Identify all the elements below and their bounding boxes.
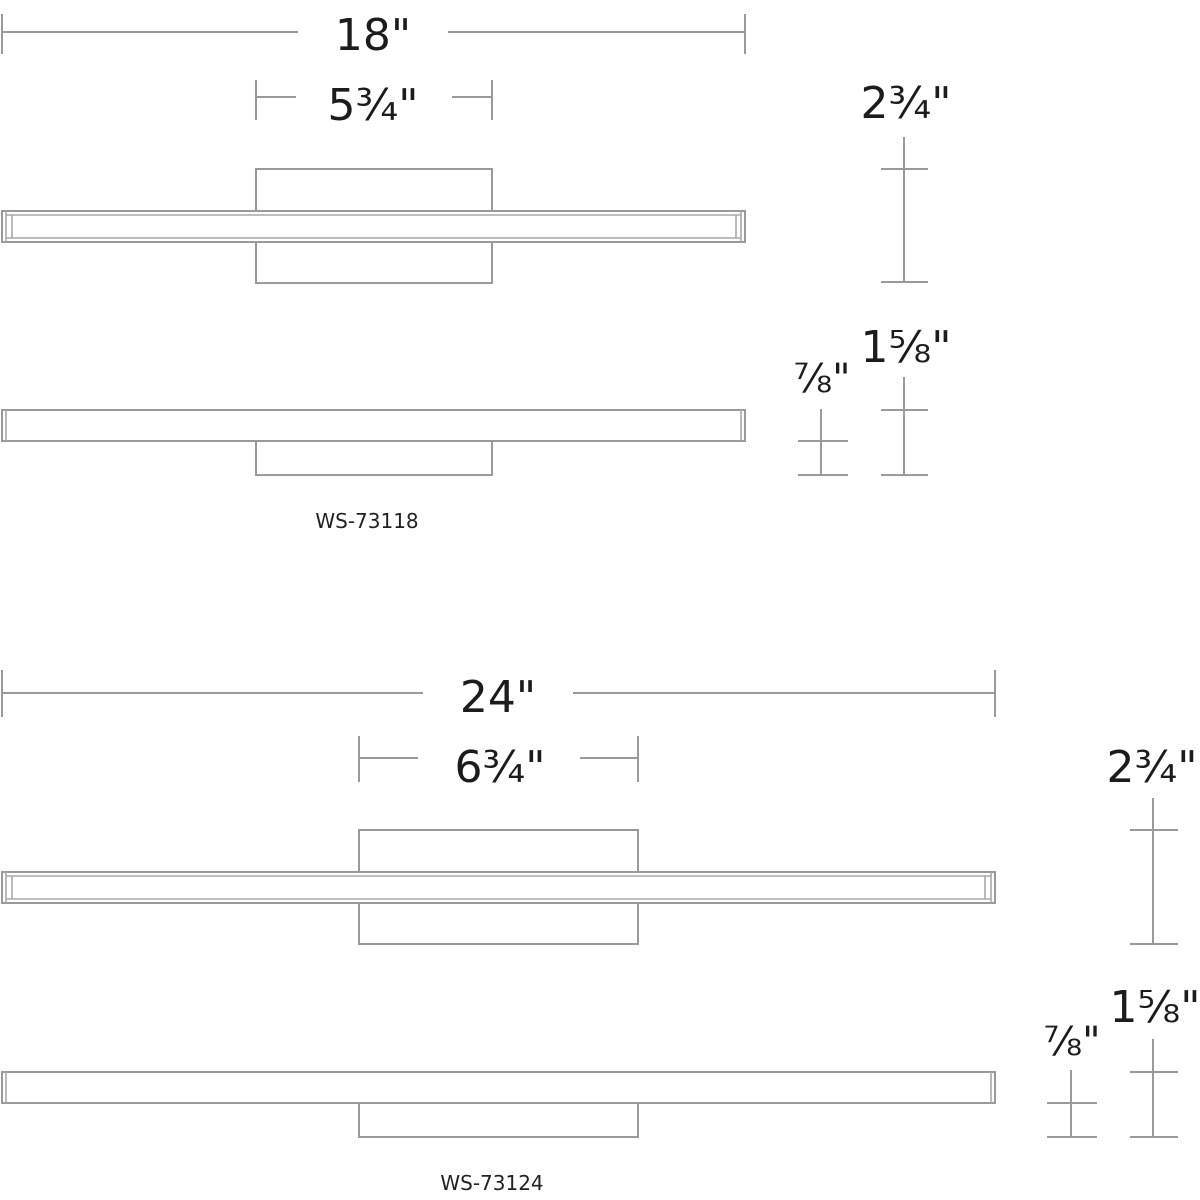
front-height-dimension: 2¾" — [861, 78, 952, 283]
side-bar-depth-label: ⅞" — [793, 356, 850, 402]
overall-width-label: 24" — [460, 672, 536, 723]
front-height-label: 2¾" — [861, 78, 952, 129]
model-number-label: WS-73124 — [440, 1171, 543, 1195]
side-bar-depth-dimension: ⅞" — [793, 356, 851, 476]
side-overall-depth-dimension: 1⅝" — [1110, 982, 1200, 1138]
model-number-label: WS-73118 — [315, 509, 418, 533]
side-view — [1, 1071, 996, 1138]
side-overall-depth-dimension: 1⅝" — [861, 322, 952, 476]
side-overall-depth-label: 1⅝" — [861, 322, 952, 373]
backplate-width-dimension: 6¾" — [358, 736, 639, 793]
backplate-width-label: 5¾" — [328, 80, 419, 131]
front-height-dimension: 2¾" — [1107, 742, 1198, 945]
front-view — [1, 168, 746, 284]
side-overall-depth-label: 1⅝" — [1110, 982, 1200, 1033]
drawing-ws-73118: 18" 5¾" 2¾" — [1, 10, 952, 533]
drawing-ws-73124: 24" 6¾" 2¾" — [1, 670, 1200, 1195]
front-height-label: 2¾" — [1107, 742, 1198, 793]
overall-width-dimension: 24" — [1, 670, 996, 723]
overall-width-dimension: 18" — [1, 10, 746, 61]
side-bar-depth-label: ⅞" — [1043, 1019, 1100, 1065]
overall-width-label: 18" — [335, 10, 411, 61]
backplate-width-label: 6¾" — [455, 742, 546, 793]
side-view — [1, 409, 746, 476]
side-bar-depth-dimension: ⅞" — [1043, 1019, 1101, 1138]
backplate-width-dimension: 5¾" — [255, 80, 493, 131]
front-view — [1, 829, 996, 945]
